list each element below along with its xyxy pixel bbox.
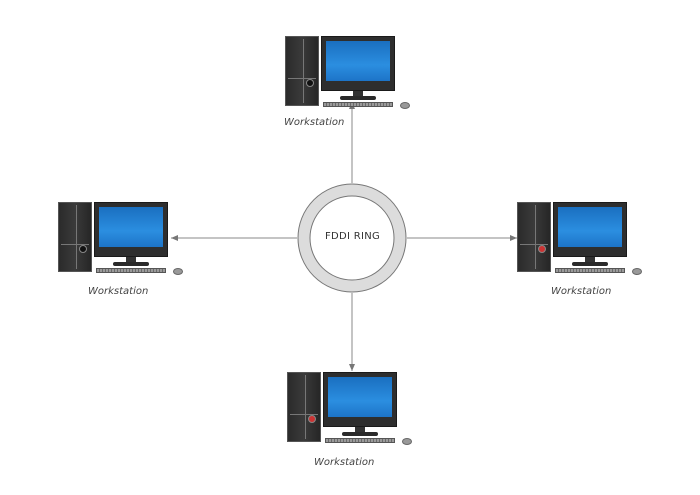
- tower-icon: [285, 36, 319, 106]
- monitor-icon: [321, 36, 395, 91]
- power-button-icon: [538, 245, 546, 253]
- workstation-label-left: Workstation: [88, 286, 149, 297]
- power-button-icon: [308, 415, 316, 423]
- workstation-left[interactable]: [58, 202, 188, 307]
- mouse-icon: [632, 268, 642, 275]
- fddi-ring-inner: [309, 195, 395, 281]
- tower-icon: [58, 202, 92, 272]
- power-button-icon: [306, 79, 314, 87]
- keyboard-icon: [323, 102, 393, 107]
- monitor-icon: [553, 202, 627, 257]
- workstation-bottom[interactable]: [287, 372, 417, 477]
- workstation-top[interactable]: [285, 36, 415, 141]
- power-button-icon: [79, 245, 87, 253]
- workstation-label-right: Workstation: [551, 286, 612, 297]
- monitor-icon: [323, 372, 397, 427]
- mouse-icon: [402, 438, 412, 445]
- mouse-icon: [400, 102, 410, 109]
- workstation-right[interactable]: [517, 202, 647, 307]
- tower-icon: [517, 202, 551, 272]
- keyboard-icon: [555, 268, 625, 273]
- keyboard-icon: [325, 438, 395, 443]
- ring-label: FDDI RING: [325, 231, 381, 242]
- mouse-icon: [173, 268, 183, 275]
- workstation-label-bottom: Workstation: [314, 457, 375, 468]
- monitor-icon: [94, 202, 168, 257]
- tower-icon: [287, 372, 321, 442]
- workstation-label-top: Workstation: [284, 117, 345, 128]
- keyboard-icon: [96, 268, 166, 273]
